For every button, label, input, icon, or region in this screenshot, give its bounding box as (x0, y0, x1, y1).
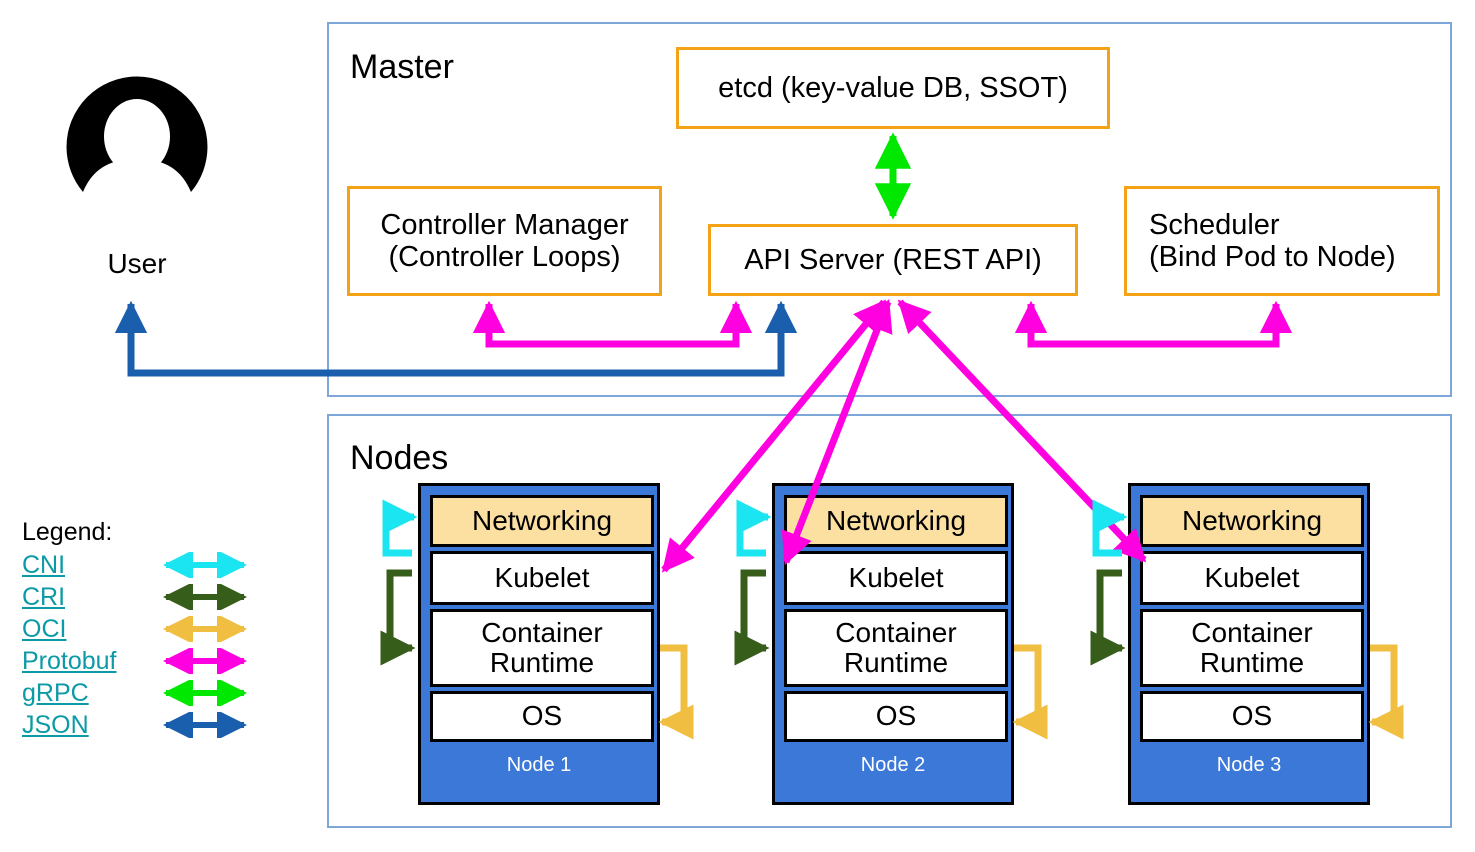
legend-label-json[interactable]: JSON (22, 710, 89, 739)
scheduler-line1: Scheduler (1149, 208, 1280, 241)
legend-row-protobuf[interactable]: Protobuf (22, 645, 260, 677)
node-card-3[interactable]: Networking Kubelet Container Runtime OS … (1128, 483, 1370, 805)
legend-arrow-cri (163, 584, 247, 610)
node3-runtime-line2: Runtime (1199, 647, 1305, 678)
node1-name: Node 1 (506, 754, 572, 776)
node3-os[interactable]: OS (1140, 691, 1364, 742)
node1-container-runtime[interactable]: Container Runtime (430, 609, 654, 687)
legend-label-oci[interactable]: OCI (22, 614, 67, 643)
controller-manager-box[interactable]: Controller Manager (Controller Loops) (347, 186, 662, 296)
node3-networking[interactable]: Networking (1140, 495, 1364, 547)
node2-networking[interactable]: Networking (784, 495, 1008, 547)
legend-arrow-json (163, 712, 247, 738)
legend-arrow-cni (163, 552, 247, 578)
legend-row-grpc[interactable]: gRPC (22, 677, 260, 709)
node3-name: Node 3 (1216, 754, 1282, 776)
node-card-1[interactable]: Networking Kubelet Container Runtime OS … (418, 483, 660, 805)
node3-container-runtime[interactable]: Container Runtime (1140, 609, 1364, 687)
legend-label-cni[interactable]: CNI (22, 550, 66, 579)
scheduler-box[interactable]: Scheduler (Bind Pod to Node) (1124, 186, 1440, 296)
legend-label-cri[interactable]: CRI (22, 582, 66, 611)
node3-runtime-line1: Container (1191, 616, 1313, 648)
legend-label-protobuf[interactable]: Protobuf (22, 646, 117, 675)
legend-label-grpc[interactable]: gRPC (22, 678, 89, 707)
legend-title: Legend: (22, 518, 113, 546)
node1-runtime-line1: Container (481, 616, 603, 648)
legend-row-cni[interactable]: CNI (22, 549, 260, 581)
etcd-box[interactable]: etcd (key-value DB, SSOT) (676, 47, 1110, 129)
node1-networking[interactable]: Networking (430, 495, 654, 547)
legend-row-cri[interactable]: CRI (22, 581, 260, 613)
node2-os[interactable]: OS (784, 691, 1008, 742)
controller-manager-line1: Controller Manager (380, 208, 629, 241)
node-card-2[interactable]: Networking Kubelet Container Runtime OS … (772, 483, 1014, 805)
node1-os[interactable]: OS (430, 691, 654, 742)
node2-kubelet[interactable]: Kubelet (784, 551, 1008, 605)
master-group-title: Master (350, 48, 454, 86)
legend-arrow-protobuf (163, 648, 247, 674)
node2-runtime-line1: Container (835, 616, 957, 648)
node1-kubelet[interactable]: Kubelet (430, 551, 654, 605)
nodes-group-title: Nodes (350, 439, 449, 477)
legend-arrow-oci (163, 616, 247, 642)
user-avatar-icon (66, 76, 208, 192)
node2-container-runtime[interactable]: Container Runtime (784, 609, 1008, 687)
legend-row-oci[interactable]: OCI (22, 613, 260, 645)
node2-runtime-line2: Runtime (843, 647, 949, 678)
legend-row-json[interactable]: JSON (22, 709, 260, 741)
user-label: User (107, 248, 167, 279)
legend-arrow-grpc (163, 680, 247, 706)
node2-name: Node 2 (860, 754, 926, 776)
api-server-box[interactable]: API Server (REST API) (708, 224, 1078, 296)
node1-runtime-line2: Runtime (489, 647, 595, 678)
scheduler-line2: (Bind Pod to Node) (1149, 241, 1396, 273)
node3-kubelet[interactable]: Kubelet (1140, 551, 1364, 605)
legend: Legend: CNI CRI OCI (22, 518, 260, 741)
controller-manager-line2: (Controller Loops) (388, 241, 621, 273)
